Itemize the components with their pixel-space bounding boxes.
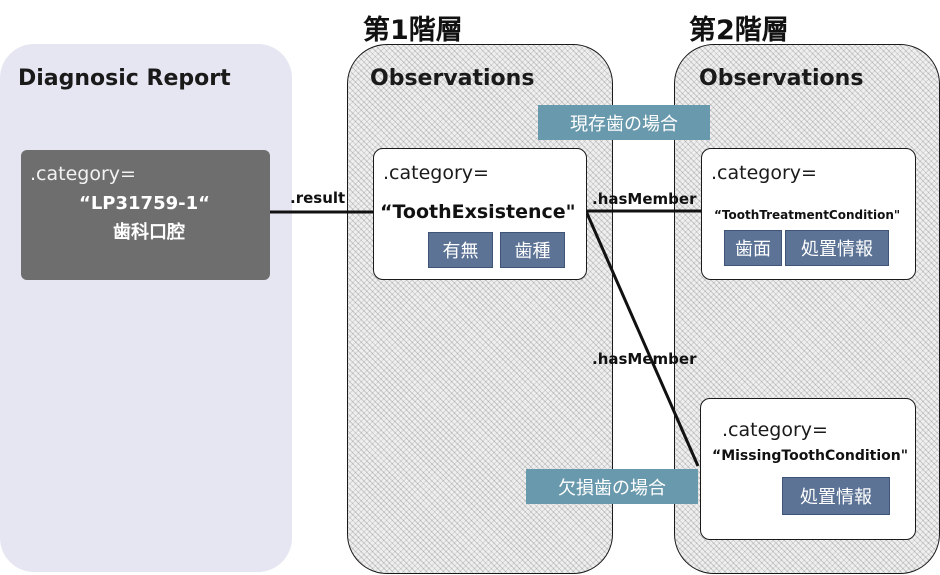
observations-level2-title: Observations	[699, 66, 864, 91]
tag-treatment-info-top: 処置情報	[785, 230, 889, 266]
diagnostic-report-title: Diagnosic Report	[18, 66, 231, 91]
diagnostic-report-panel	[0, 44, 292, 572]
tooth-treatment-category-label: .category=	[711, 162, 817, 184]
observations-level1-title: Observations	[370, 66, 535, 91]
has-member-edge-label-top: .hasMember	[592, 190, 697, 208]
report-category-box[interactable]	[21, 150, 270, 280]
level1-title: 第1階層	[363, 15, 463, 46]
missing-tooth-condition-box[interactable]	[700, 398, 916, 540]
tooth-treatment-code: “ToothTreatmentCondition"	[714, 208, 901, 222]
result-edge-label: .result	[290, 189, 346, 207]
tag-treatment-info-bottom: 処置情報	[782, 477, 890, 515]
tag-tooth-surface: 歯面	[724, 230, 782, 266]
tooth-existence-category-label: .category=	[383, 162, 489, 184]
missing-tooth-category-label: .category=	[722, 419, 828, 441]
has-member-edge-line-bottom	[584, 210, 700, 467]
tag-existence: 有無	[428, 232, 493, 268]
tag-tooth-type: 歯種	[500, 232, 565, 268]
missing-tooth-case-tag: 欠損歯の場合	[526, 469, 698, 504]
report-category-code: “LP31759-1“	[79, 193, 210, 214]
existing-tooth-case-tag: 現存歯の場合	[538, 105, 710, 140]
report-category-name: 歯科口腔	[113, 222, 185, 243]
tooth-existence-code: “ToothExsistence"	[380, 201, 576, 223]
has-member-edge-label-bottom: .hasMember	[592, 350, 697, 368]
level2-title: 第2階層	[689, 15, 789, 46]
missing-tooth-code: “MissingToothCondition"	[712, 448, 909, 464]
report-category-label: .category=	[30, 163, 136, 185]
